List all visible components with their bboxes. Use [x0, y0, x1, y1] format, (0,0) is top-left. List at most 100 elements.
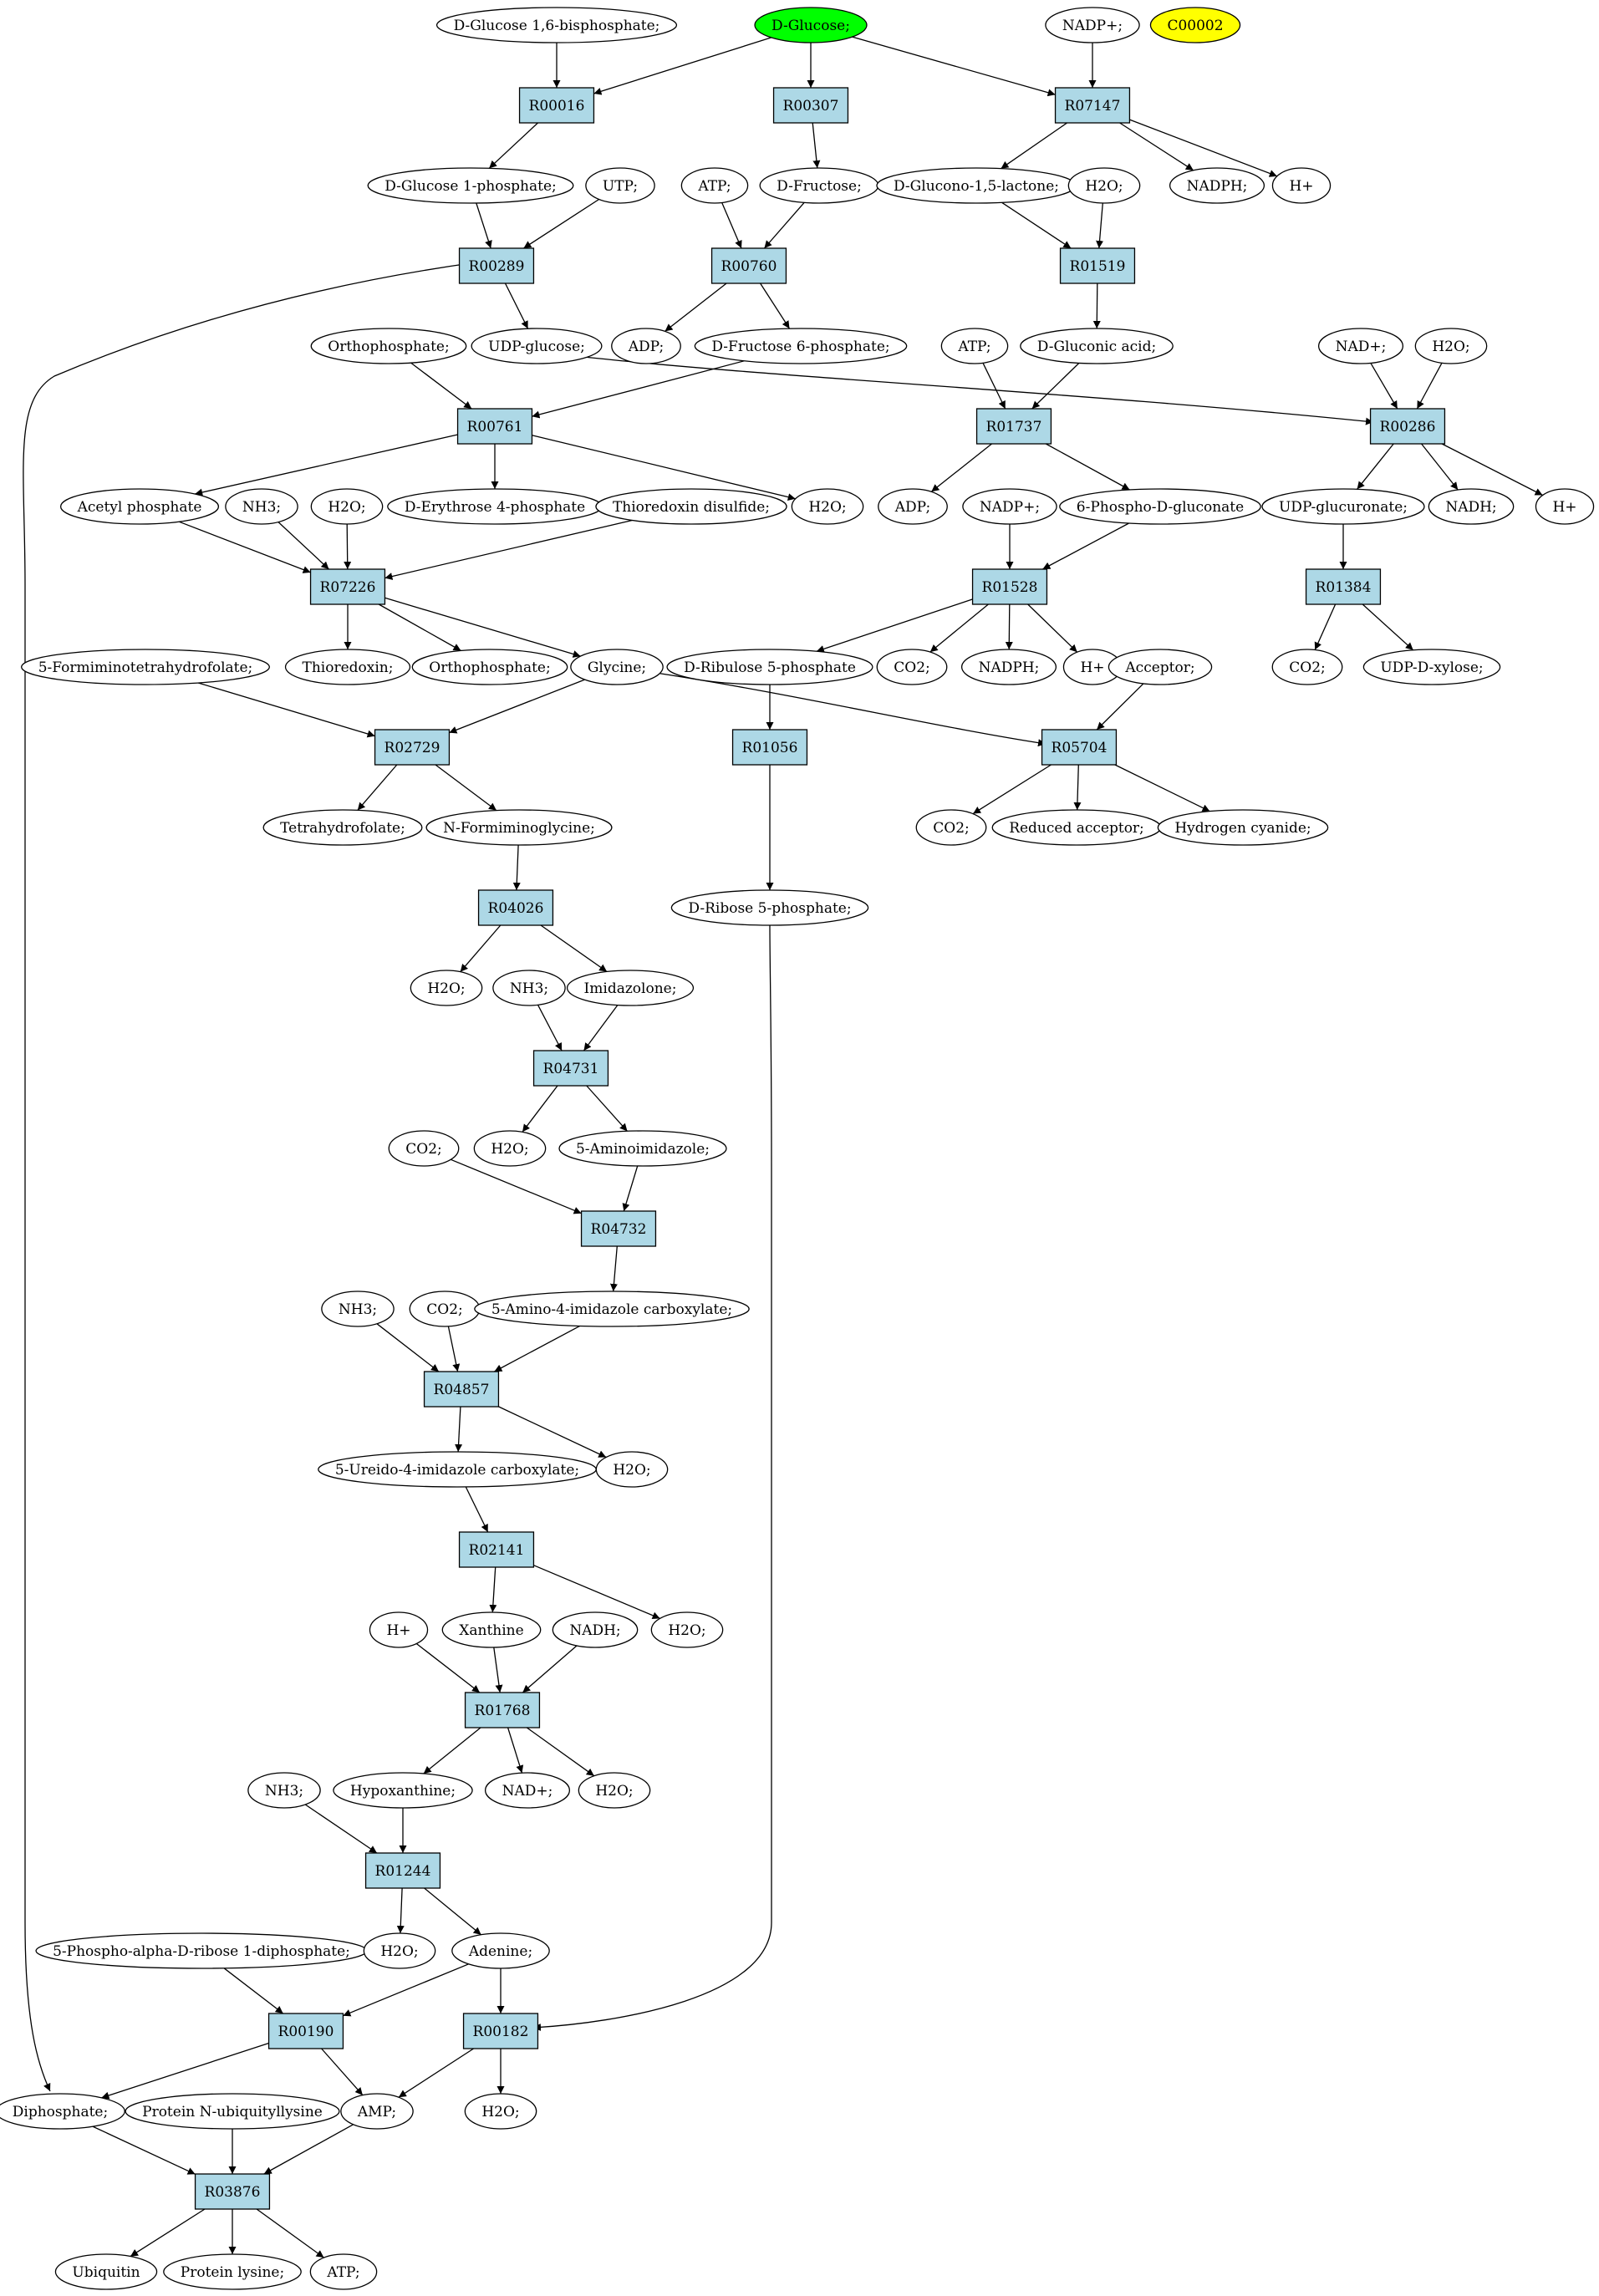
- compound-node-c_ubiquitin[interactable]: Ubiquitin: [54, 2253, 158, 2290]
- compound-node-c_redacc[interactable]: Reduced acceptor;: [991, 809, 1162, 846]
- compound-node-c_h2o_c[interactable]: H2O;: [310, 488, 384, 525]
- compound-node-c_co2_a[interactable]: CO2;: [876, 649, 948, 685]
- compound-node-c_nadh_b[interactable]: NADH;: [552, 1611, 639, 1648]
- compound-node-c_h2o_e[interactable]: H2O;: [410, 970, 483, 1006]
- compound-node-c_h2o_d[interactable]: H2O;: [791, 488, 864, 525]
- compound-node-c_ru5p[interactable]: D-Ribulose 5-phosphate: [666, 649, 873, 685]
- compound-node-c_r5p[interactable]: D-Ribose 5-phosphate;: [670, 889, 869, 926]
- compound-node-c_hcn[interactable]: Hydrogen cyanide;: [1157, 809, 1329, 846]
- compound-node-c_imidazolone[interactable]: Imidazolone;: [566, 970, 695, 1006]
- compound-node-c_5u4ic[interactable]: 5-Ureido-4-imidazole carboxylate;: [318, 1451, 597, 1488]
- reaction-node-r_R00289[interactable]: R00289: [458, 247, 535, 284]
- compound-node-c_h2o_j[interactable]: H2O;: [363, 1932, 436, 1969]
- compound-node-c_udpglc[interactable]: UDP-glucose;: [471, 328, 603, 364]
- compound-node-c_gluconic[interactable]: D-Gluconic acid;: [1020, 328, 1174, 364]
- reaction-node-r_R01737[interactable]: R01737: [975, 408, 1052, 445]
- compound-node-c_nh3_a[interactable]: NH3;: [225, 488, 298, 525]
- compound-node-c_hypoxanthine[interactable]: Hypoxanthine;: [333, 1772, 473, 1809]
- compound-node-c_glucose[interactable]: D-Glucose;: [754, 7, 868, 43]
- compound-node-c_h2o_i[interactable]: H2O;: [578, 1772, 651, 1809]
- compound-node-c_e4p[interactable]: D-Erythrose 4-phosphate: [387, 488, 603, 525]
- compound-node-c_acceptor[interactable]: Acceptor;: [1108, 649, 1213, 685]
- compound-node-c_nformgly[interactable]: N-Formiminoglycine;: [425, 809, 613, 846]
- reaction-node-r_R04732[interactable]: R04732: [580, 1210, 657, 1247]
- compound-node-c_acetylp[interactable]: Acetyl phosphate: [59, 488, 220, 525]
- compound-node-c_h_a[interactable]: H+: [1271, 167, 1332, 204]
- reaction-node-r_R00307[interactable]: R00307: [772, 87, 849, 124]
- compound-node-c_thioredoxin[interactable]: Thioredoxin;: [284, 649, 411, 685]
- compound-node-c_co2_c[interactable]: CO2;: [915, 809, 987, 846]
- reaction-node-r_R01384[interactable]: R01384: [1305, 568, 1382, 605]
- compound-node-c_atp1[interactable]: ATP;: [680, 167, 749, 204]
- reaction-node-r_R00190[interactable]: R00190: [267, 2013, 344, 2049]
- compound-node-c_nadh_a[interactable]: NADH;: [1428, 488, 1515, 525]
- reaction-node-r_R01528[interactable]: R01528: [971, 568, 1048, 605]
- compound-node-c_protlys[interactable]: Protein lysine;: [163, 2253, 302, 2290]
- compound-node-c_atp3[interactable]: ATP;: [309, 2253, 378, 2290]
- compound-node-c_utp[interactable]: UTP;: [585, 167, 655, 204]
- reaction-node-r_R01056[interactable]: R01056: [731, 729, 808, 766]
- compound-node-c_nadph_a[interactable]: NADPH;: [1169, 167, 1265, 204]
- compound-node-c_nadph_b[interactable]: NADPH;: [960, 649, 1057, 685]
- compound-node-c_xanthine[interactable]: Xanthine: [441, 1611, 542, 1648]
- reaction-node-r_R02729[interactable]: R02729: [374, 729, 451, 766]
- compound-node-c_thf[interactable]: Tetrahydrofolate;: [262, 809, 423, 846]
- reaction-node-r_R04857[interactable]: R04857: [423, 1371, 500, 1408]
- reaction-node-r_R01768[interactable]: R01768: [464, 1692, 541, 1728]
- compound-node-c_prpp[interactable]: 5-Phospho-alpha-D-ribose 1-diphosphate;: [35, 1932, 368, 1969]
- compound-node-c_glycine[interactable]: Glycine;: [570, 649, 664, 685]
- reaction-node-r_R01519[interactable]: R01519: [1059, 247, 1136, 284]
- compound-node-c_ortho_b[interactable]: Orthophosphate;: [411, 649, 568, 685]
- compound-node-c_udpgluc[interactable]: UDP-glucuronate;: [1261, 488, 1425, 525]
- reaction-node-r_R04731[interactable]: R04731: [532, 1050, 609, 1087]
- compound-node-c_h2o_h[interactable]: H2O;: [650, 1611, 724, 1648]
- reaction-node-r_R04026[interactable]: R04026: [477, 889, 554, 926]
- reaction-node-r_R00286[interactable]: R00286: [1369, 408, 1446, 445]
- compound-node-c_nh3_c[interactable]: NH3;: [321, 1291, 395, 1327]
- reaction-node-r_R00182[interactable]: R00182: [462, 2013, 539, 2049]
- reaction-node-r_R02141[interactable]: R02141: [458, 1531, 535, 1568]
- compound-node-c_nad_b[interactable]: NAD+;: [484, 1772, 571, 1809]
- compound-node-c_g16bp[interactable]: D-Glucose 1,6-bisphosphate;: [435, 7, 678, 43]
- compound-node-c_fructose[interactable]: D-Fructose;: [759, 167, 879, 204]
- compound-node-c_nad_a[interactable]: NAD+;: [1317, 328, 1404, 364]
- compound-node-c_c00002[interactable]: C00002: [1149, 7, 1241, 43]
- reaction-node-r_R07226[interactable]: R07226: [309, 568, 386, 605]
- compound-node-c_f6p[interactable]: D-Fructose 6-phosphate;: [694, 328, 908, 364]
- compound-node-c_co2_b[interactable]: CO2;: [1271, 649, 1343, 685]
- compound-node-c_adp_b[interactable]: ADP;: [878, 488, 948, 525]
- compound-node-c_adp_a[interactable]: ADP;: [611, 328, 681, 364]
- reaction-node-r_R07147[interactable]: R07147: [1054, 87, 1131, 124]
- compound-node-c_co2_e[interactable]: CO2;: [409, 1291, 481, 1327]
- compound-node-c_h_c[interactable]: H+: [1062, 649, 1123, 685]
- compound-node-c_5a4ic[interactable]: 5-Amino-4-imidazole carboxylate;: [474, 1291, 750, 1327]
- compound-node-c_nh3_b[interactable]: NH3;: [492, 970, 566, 1006]
- compound-node-c_g1p[interactable]: D-Glucose 1-phosphate;: [367, 167, 574, 204]
- compound-node-c_udpxyl[interactable]: UDP-D-xylose;: [1362, 649, 1501, 685]
- compound-node-c_h_b[interactable]: H+: [1535, 488, 1595, 525]
- compound-node-c_h2o_k[interactable]: H2O;: [464, 2093, 537, 2130]
- compound-node-c_h2o_b[interactable]: H2O;: [1414, 328, 1488, 364]
- compound-node-c_glucono[interactable]: D-Glucono-1,5-lactone;: [876, 167, 1077, 204]
- compound-node-c_co2_d[interactable]: CO2;: [388, 1130, 460, 1167]
- compound-node-c_5ai[interactable]: 5-Aminoimidazole;: [558, 1130, 727, 1167]
- reaction-node-r_R00016[interactable]: R00016: [518, 87, 595, 124]
- compound-node-c_nadp_top[interactable]: NADP+;: [1045, 7, 1140, 43]
- compound-node-c_amp[interactable]: AMP;: [340, 2093, 414, 2130]
- compound-node-c_h_d[interactable]: H+: [369, 1611, 429, 1648]
- compound-node-c_nadp_b[interactable]: NADP+;: [962, 488, 1057, 525]
- compound-node-c_h2o_g[interactable]: H2O;: [595, 1451, 669, 1488]
- reaction-node-r_R00761[interactable]: R00761: [456, 408, 533, 445]
- reaction-node-r_R05704[interactable]: R05704: [1041, 729, 1118, 766]
- compound-node-c_protubi[interactable]: Protein N-ubiquityllysine: [125, 2093, 340, 2130]
- compound-node-c_adenine[interactable]: Adenine;: [451, 1932, 550, 1969]
- compound-node-c_formimino_thf[interactable]: 5-Formiminotetrahydrofolate;: [21, 649, 270, 685]
- compound-node-c_thiodis[interactable]: Thioredoxin disulfide;: [595, 488, 787, 525]
- reaction-node-r_R03876[interactable]: R03876: [194, 2173, 271, 2210]
- reaction-node-r_R01244[interactable]: R01244: [364, 1852, 441, 1889]
- compound-node-c_ortho_a[interactable]: Orthophosphate;: [310, 328, 467, 364]
- compound-node-c_h2o_f[interactable]: H2O;: [473, 1130, 547, 1167]
- compound-node-c_atp2[interactable]: ATP;: [940, 328, 1009, 364]
- reaction-node-r_R00760[interactable]: R00760: [710, 247, 787, 284]
- compound-node-c_6pg[interactable]: 6-Phospho-D-gluconate: [1059, 488, 1261, 525]
